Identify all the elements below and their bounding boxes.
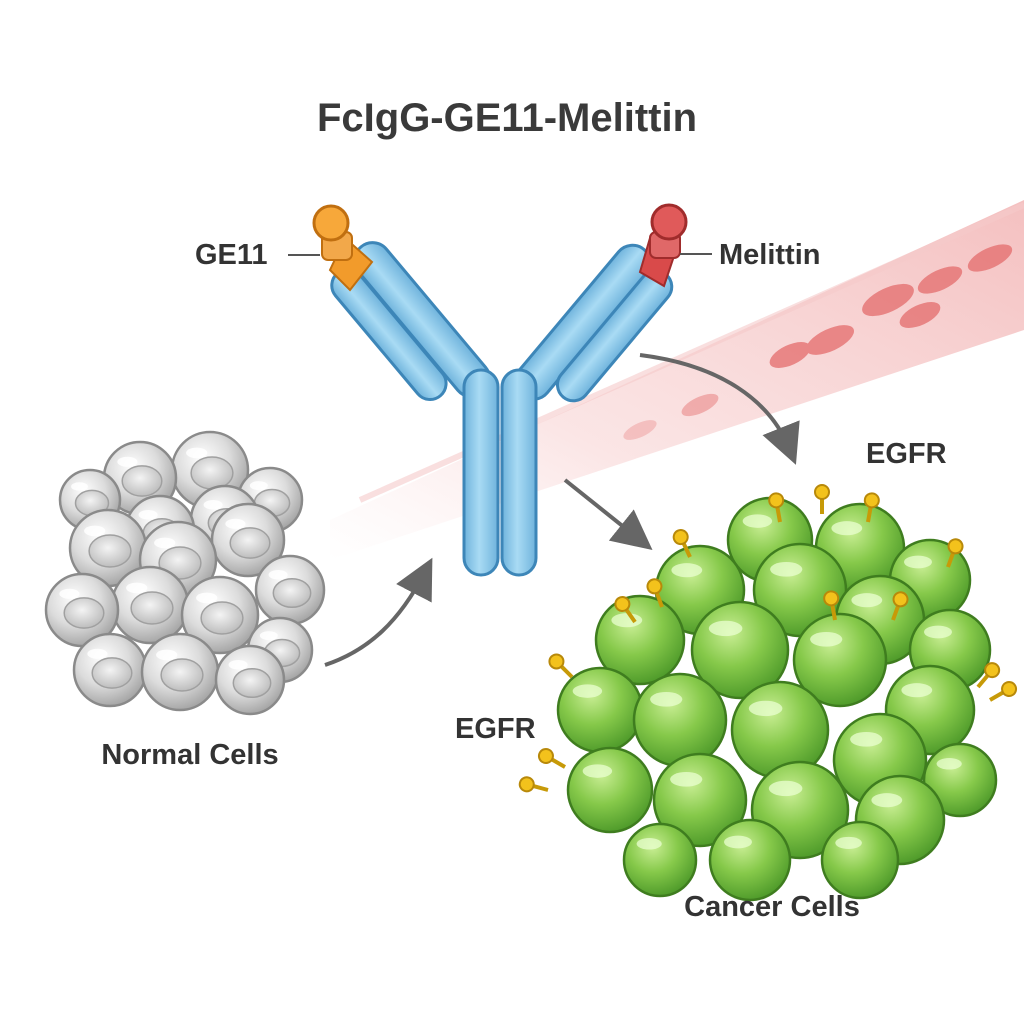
normal-cell — [180, 575, 260, 655]
egfr-receptor — [891, 591, 909, 621]
egfr-label-top: EGFR — [866, 438, 947, 470]
cancer-cell — [566, 746, 654, 834]
normal-cell — [140, 632, 220, 712]
cancer-cell — [690, 600, 790, 700]
egfr-receptors — [518, 484, 1018, 793]
ge11-peptide — [312, 204, 374, 292]
arrow-vessel-to-cancer — [639, 353, 800, 465]
egfr-receptor — [989, 681, 1018, 702]
cancer-cell — [594, 594, 686, 686]
cancer-cell — [820, 820, 900, 900]
normal-cells-label: Normal Cells — [101, 739, 278, 771]
normal-cell — [214, 644, 286, 716]
normal-cell — [44, 572, 120, 648]
egfr-receptor — [946, 538, 964, 568]
arrow-normal-to-antibody — [324, 557, 433, 667]
cancer-cell-cluster — [556, 496, 998, 902]
egfr-receptor — [823, 590, 840, 621]
cancer-cell — [792, 612, 888, 708]
egfr-receptor — [863, 492, 880, 523]
antibody-fcigg — [330, 241, 674, 577]
cancer-cells-label: Cancer Cells — [684, 891, 860, 923]
melittin-peptide — [638, 203, 688, 288]
egfr-receptor — [976, 662, 1001, 689]
cancer-cell — [556, 666, 644, 754]
cancer-cell — [708, 818, 792, 902]
egfr-receptor — [614, 595, 637, 624]
normal-cell — [110, 565, 190, 645]
egfr-receptor — [768, 492, 785, 523]
ge11-label: GE11 — [195, 239, 268, 271]
normal-cell-cluster — [44, 430, 326, 716]
normal-cell — [72, 632, 148, 708]
arrow-antibody-to-cancer — [563, 478, 653, 550]
normal-cell — [210, 502, 286, 578]
cancer-cell — [832, 712, 928, 808]
egfr-label-left: EGFR — [455, 713, 536, 745]
cancer-cell — [632, 672, 728, 768]
cancer-cell — [622, 822, 698, 898]
egfr-receptor — [537, 748, 566, 769]
egfr-receptor — [548, 653, 574, 679]
egfr-receptor — [646, 578, 664, 608]
normal-cell — [254, 554, 326, 626]
diagram-title: FcIgG-GE11-Melittin — [317, 96, 697, 140]
egfr-receptor — [672, 529, 692, 558]
cancer-cell — [652, 752, 748, 848]
egfr-receptor — [814, 484, 830, 514]
red-blood-cells — [623, 244, 1013, 440]
melittin-label: Melittin — [719, 239, 821, 271]
cancer-cell — [922, 742, 998, 818]
egfr-receptor — [518, 776, 549, 793]
